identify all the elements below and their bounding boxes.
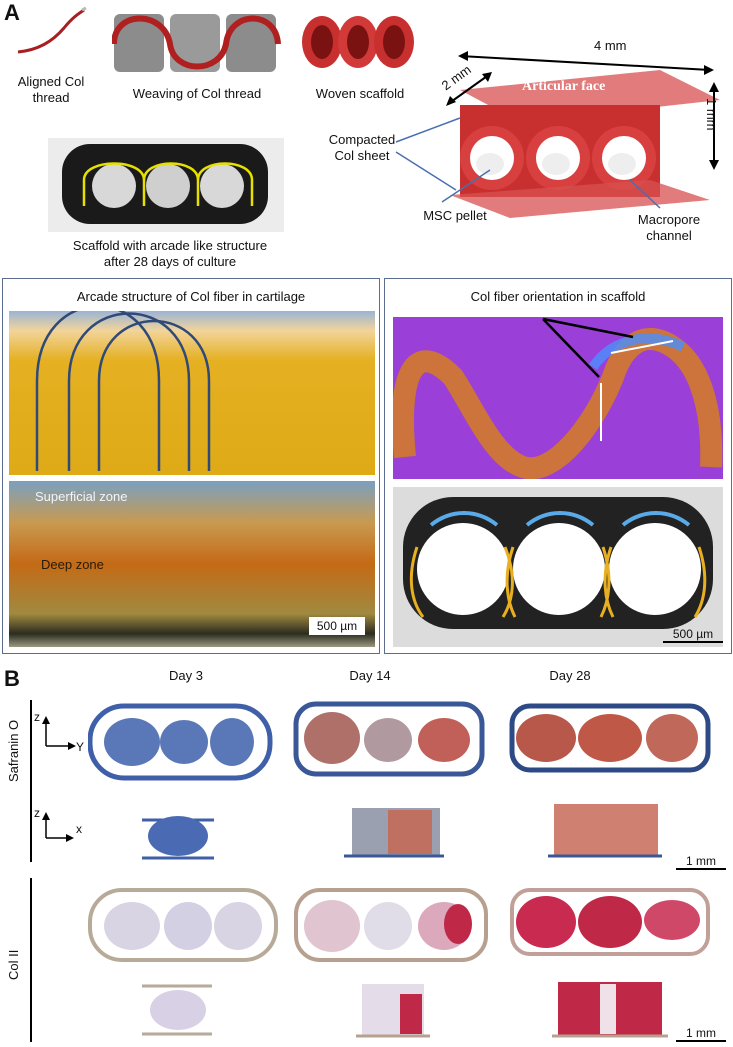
safranin-day3-side: [142, 816, 214, 860]
panel-a-letter: A: [4, 0, 20, 25]
safranin-day28-side: [548, 804, 662, 858]
safranin-sections: [88, 701, 711, 860]
scaffold-photo-arcs: [393, 487, 723, 647]
compacted-col-sheet-line1: Compacted: [328, 132, 396, 147]
scaffold-orientation-box: Col fiber orientation in scaffold 500 µm: [384, 278, 732, 654]
safranin-day3-top: [88, 703, 273, 781]
scaffold-schematic: [395, 51, 720, 218]
polarized-scaffold-image: [393, 317, 723, 479]
colII-day3-side: [142, 984, 212, 1036]
row-divider-safranin: [30, 700, 32, 862]
cartilage-illustration: [9, 311, 375, 647]
weaving-label: Weaving of Col thread: [132, 86, 262, 101]
colII-day28-top: [510, 888, 710, 956]
dim-width-label: 4 mm: [594, 38, 627, 53]
arcade-caption-line1: Scaffold with arcade like structure: [72, 238, 268, 253]
right-scale-bar: 500 µm: [663, 627, 723, 643]
axis-z-top: z: [34, 710, 40, 724]
safranin-day14-top: [293, 701, 485, 777]
msc-pellet-label: MSC pellet: [423, 208, 487, 223]
safranin-day14-side: [344, 808, 444, 858]
arcade-caption-line2: after 28 days of culture: [103, 254, 237, 269]
axes-z-y-icon: [42, 716, 76, 750]
row-label-safranin: Safranin O: [6, 719, 21, 782]
row-label-colII: Col II: [6, 949, 21, 980]
row-divider-colII: [30, 878, 32, 1042]
axis-y-top: Y: [76, 740, 85, 754]
cartilage-box-title: Arcade structure of Col fiber in cartila…: [76, 289, 306, 304]
scale-bar-colII: 1 mm: [676, 1026, 726, 1042]
woven-scaffold-label: Woven scaffold: [315, 86, 405, 101]
colII-day14-side: [356, 984, 430, 1038]
superficial-zone-label: Superficial zone: [35, 489, 128, 504]
colII-day3-top: [88, 888, 278, 962]
aligned-col-thread-illustration: [17, 6, 87, 54]
column-day14: Day 14: [349, 668, 391, 683]
macropore-line1: Macropore: [637, 212, 701, 227]
axis-z-bottom: z: [34, 806, 40, 820]
aligned-col-thread-label: Aligned Col thread: [17, 74, 85, 105]
axis-x-bottom: x: [76, 822, 82, 836]
macropore-line2: channel: [646, 228, 692, 243]
colII-day14-top: [294, 888, 488, 962]
woven-scaffold-illustration: [302, 16, 414, 68]
scale-bar-safranin: 1 mm: [676, 854, 726, 870]
compacted-col-sheet-line2: Col sheet: [334, 148, 390, 163]
panel-b-letter: B: [4, 666, 20, 691]
column-day3: Day 3: [169, 668, 203, 683]
colII-sections: [88, 888, 710, 1038]
axes-z-x-icon: [42, 812, 74, 842]
arcade-scaffold-photo: [48, 138, 284, 232]
cartilage-arcade-box: Arcade structure of Col fiber in cartila…: [2, 278, 380, 654]
left-scale-bar: 500 µm: [309, 617, 365, 635]
scaffold-box-title: Col fiber orientation in scaffold: [470, 289, 646, 304]
colII-day28-side: [552, 982, 668, 1038]
column-day28: Day 28: [549, 668, 591, 683]
weaving-illustration: [112, 14, 281, 72]
deep-zone-label: Deep zone: [41, 557, 104, 572]
dim-height-label: 1 mm: [704, 98, 719, 131]
safranin-day28-top: [509, 703, 711, 773]
articular-face-label: Articular face: [522, 79, 606, 94]
